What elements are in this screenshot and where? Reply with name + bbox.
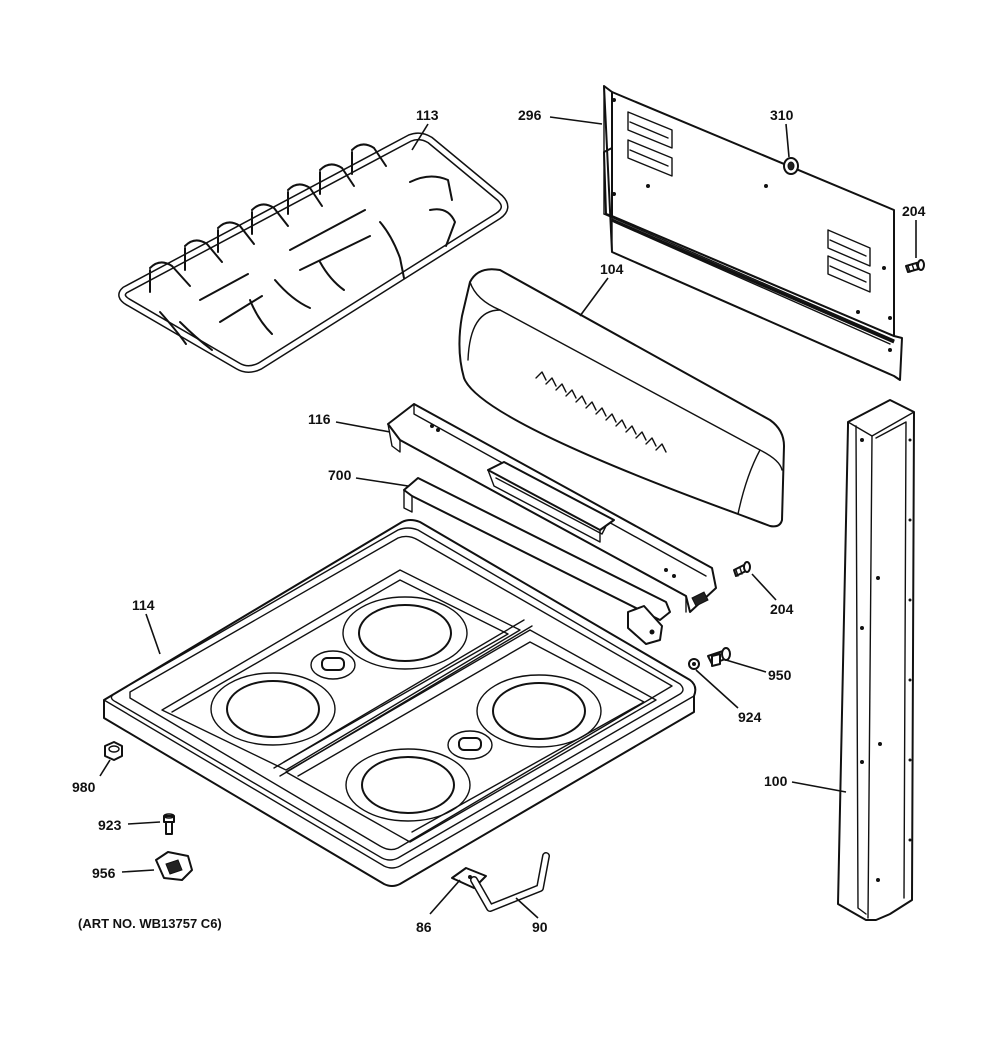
part-924-nut [688,658,700,670]
part-100-side-trim [837,399,915,921]
callout-113: 113 [416,107,439,123]
callout-100: 100 [764,773,788,789]
callout-310: 310 [770,107,794,123]
art-number: (ART NO. WB13757 C6) [78,916,222,931]
part-90-rod [470,852,550,912]
callout-950: 950 [768,667,792,683]
part-950-orifice [707,647,731,667]
part-204-screw-upper [905,259,925,273]
part-980-nut [104,741,123,761]
callout-924: 924 [738,709,762,725]
callout-labels: 113 296 310 204 104 116 700 114 204 950 … [72,107,926,935]
part-116-manifold-panel [387,403,717,613]
part-113-burner-grate [118,132,509,373]
callout-204-lower: 204 [770,601,794,617]
part-104-backsplash [458,268,785,528]
callout-980: 980 [72,779,96,795]
callout-296: 296 [518,107,542,123]
leader-lines [99,116,917,919]
part-310-grommet [783,157,799,175]
part-956-clip [155,851,193,881]
callout-104: 104 [600,261,624,277]
part-700-bracket [403,477,671,645]
callout-923: 923 [98,817,122,833]
callout-114: 114 [132,597,155,613]
part-923-fitting [163,813,175,835]
callout-86: 86 [416,919,432,935]
part-114-cooktop [103,519,697,887]
part-204-screw-lower [733,561,751,577]
callout-204-upper: 204 [902,203,926,219]
part-296-back-panel [603,85,903,381]
callout-90: 90 [532,919,548,935]
callout-700: 700 [328,467,352,483]
callout-956: 956 [92,865,116,881]
callout-116: 116 [308,411,331,427]
